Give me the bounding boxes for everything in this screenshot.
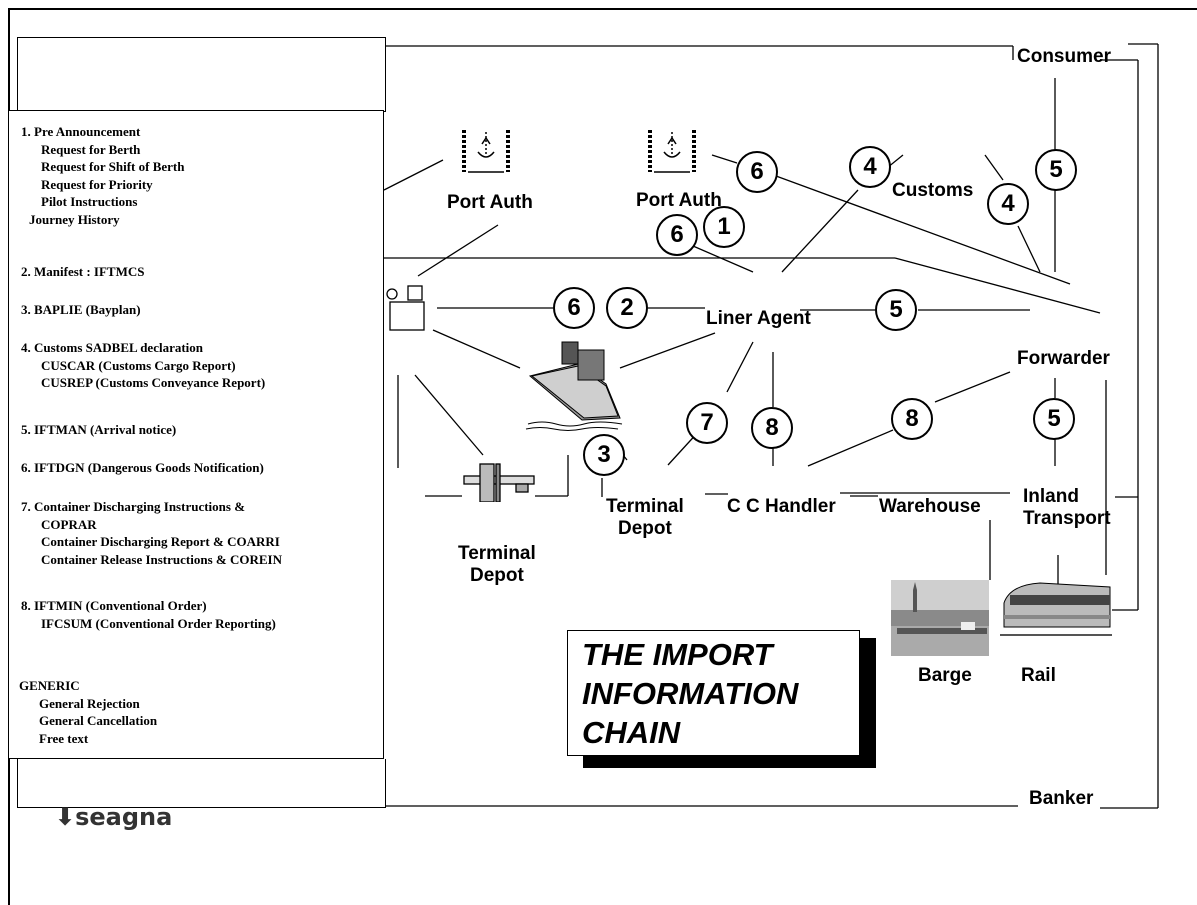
- legend-item: 1. Pre Announcement: [21, 124, 141, 139]
- legend-subitem: Container Release Instructions & COREIN: [41, 551, 282, 567]
- legend-section-6: 6. IFTDGN (Dangerous Goods Notification): [21, 460, 264, 475]
- legend-section-2: 2. Manifest : IFTMCS: [21, 264, 145, 279]
- legend-subitem: General Rejection: [39, 695, 140, 711]
- legend-subitem: Request for Shift of Berth: [41, 159, 185, 174]
- node-liner-agent: Liner Agent: [706, 308, 811, 329]
- port-auth-1-icon: [462, 130, 510, 173]
- message-number-circle: 4: [987, 183, 1029, 225]
- message-number-circle: 4: [849, 146, 891, 188]
- diagram-title-line: CHAIN: [582, 715, 681, 750]
- legend-section-5: 5. IFTMAN (Arrival notice): [21, 422, 177, 437]
- node-terminal-depot-2-line1: Terminal: [606, 496, 684, 517]
- node-terminal-depot-2: Terminal Depot: [606, 496, 684, 540]
- message-number-circle: 5: [1033, 398, 1075, 440]
- legend-item: 8. IFTMIN (Conventional Order): [21, 598, 207, 613]
- legend-subitem: General Cancellation: [39, 713, 158, 728]
- legend-subitem: Journey History: [29, 211, 120, 227]
- legend-subitem: Request for Berth: [41, 141, 141, 157]
- node-cc-handler: C C Handler: [727, 496, 836, 517]
- message-number-circle: 6: [656, 214, 698, 256]
- node-consumer: Consumer: [1017, 46, 1111, 67]
- message-legend: 1. Pre Announcement Request for Berth Re…: [8, 110, 384, 759]
- node-terminal-depot-1-line2: Depot: [469, 565, 524, 586]
- diagram-title-line: THE IMPORT: [582, 637, 773, 672]
- legend-section-4: 4. Customs SADBEL declaration CUSCAR (Cu…: [21, 339, 265, 392]
- message-number-circle: 3: [583, 434, 625, 476]
- logo-text: seagna: [75, 803, 173, 831]
- message-number-circle: 6: [553, 287, 595, 329]
- node-banker: Banker: [1029, 788, 1094, 809]
- node-port-auth-2: Port Auth: [636, 190, 722, 211]
- legend-subitem: Pilot Instructions: [41, 194, 138, 209]
- rail-train-photo: [1000, 582, 1112, 636]
- legend-section-7: 7. Container Discharging Instructions & …: [21, 498, 282, 568]
- node-terminal-depot-2-line2: Depot: [617, 518, 672, 539]
- message-number-circle: 6: [736, 151, 778, 193]
- legend-header-box: [17, 37, 386, 112]
- terminal-crane-icon: [463, 463, 535, 502]
- legend-subitem: COPRAR: [41, 516, 97, 532]
- legend-subitem: Request for Priority: [41, 176, 153, 192]
- node-terminal-depot-1: Terminal Depot: [458, 543, 536, 587]
- message-number-circle: 8: [751, 407, 793, 449]
- node-inland-transport: Inland Transport: [1023, 486, 1111, 530]
- node-inland-transport-line1: Inland: [1023, 486, 1079, 507]
- legend-item: 7. Container Discharging Instructions &: [21, 499, 246, 514]
- legend-subitem: CUSREP (Customs Conveyance Report): [41, 375, 266, 390]
- liner-agent-desk-icon: [386, 285, 425, 331]
- node-barge: Barge: [918, 665, 972, 686]
- message-number-circle: 5: [875, 289, 917, 331]
- legend-section-1: 1. Pre Announcement Request for Berth Re…: [21, 123, 184, 228]
- node-rail: Rail: [1021, 665, 1056, 686]
- node-terminal-depot-1-line1: Terminal: [458, 543, 536, 564]
- node-customs: Customs: [892, 180, 974, 201]
- legend-section-8: 8. IFTMIN (Conventional Order) IFCSUM (C…: [21, 597, 276, 632]
- node-port-auth-1: Port Auth: [447, 192, 533, 213]
- legend-subitem: IFCSUM (Conventional Order Reporting): [41, 615, 276, 631]
- barge-photo: [891, 580, 989, 656]
- node-forwarder: Forwarder: [1017, 348, 1110, 369]
- message-number-circle: 5: [1035, 149, 1077, 191]
- logo-arrow-icon: ⬇: [55, 803, 76, 831]
- diagram-title-box: THE IMPORT INFORMATION CHAIN: [567, 630, 860, 756]
- legend-item: GENERIC: [19, 678, 80, 693]
- legend-subitem: CUSCAR (Customs Cargo Report): [41, 357, 236, 373]
- port-auth-2-icon: [648, 130, 696, 173]
- legend-subitem: Container Discharging Report & COARRI: [41, 534, 280, 549]
- legend-subitem: Free text: [39, 730, 89, 746]
- message-number-circle: 2: [606, 287, 648, 329]
- message-number-circle: 7: [686, 402, 728, 444]
- legend-section-3: 3. BAPLIE (Bayplan): [21, 302, 141, 317]
- message-number-circle: 1: [703, 206, 745, 248]
- legend-section-generic: GENERIC General Rejection General Cancel…: [19, 677, 157, 747]
- container-ship-icon: [525, 341, 623, 431]
- legend-footer-box: [17, 759, 386, 808]
- node-inland-transport-line2: Transport: [1023, 508, 1111, 529]
- node-warehouse: Warehouse: [879, 496, 981, 517]
- message-number-circle: 8: [891, 398, 933, 440]
- legend-item: 4. Customs SADBEL declaration: [21, 340, 204, 355]
- diagram-title-line: INFORMATION: [582, 676, 799, 711]
- seagna-logo: ⬇seagna: [55, 803, 172, 831]
